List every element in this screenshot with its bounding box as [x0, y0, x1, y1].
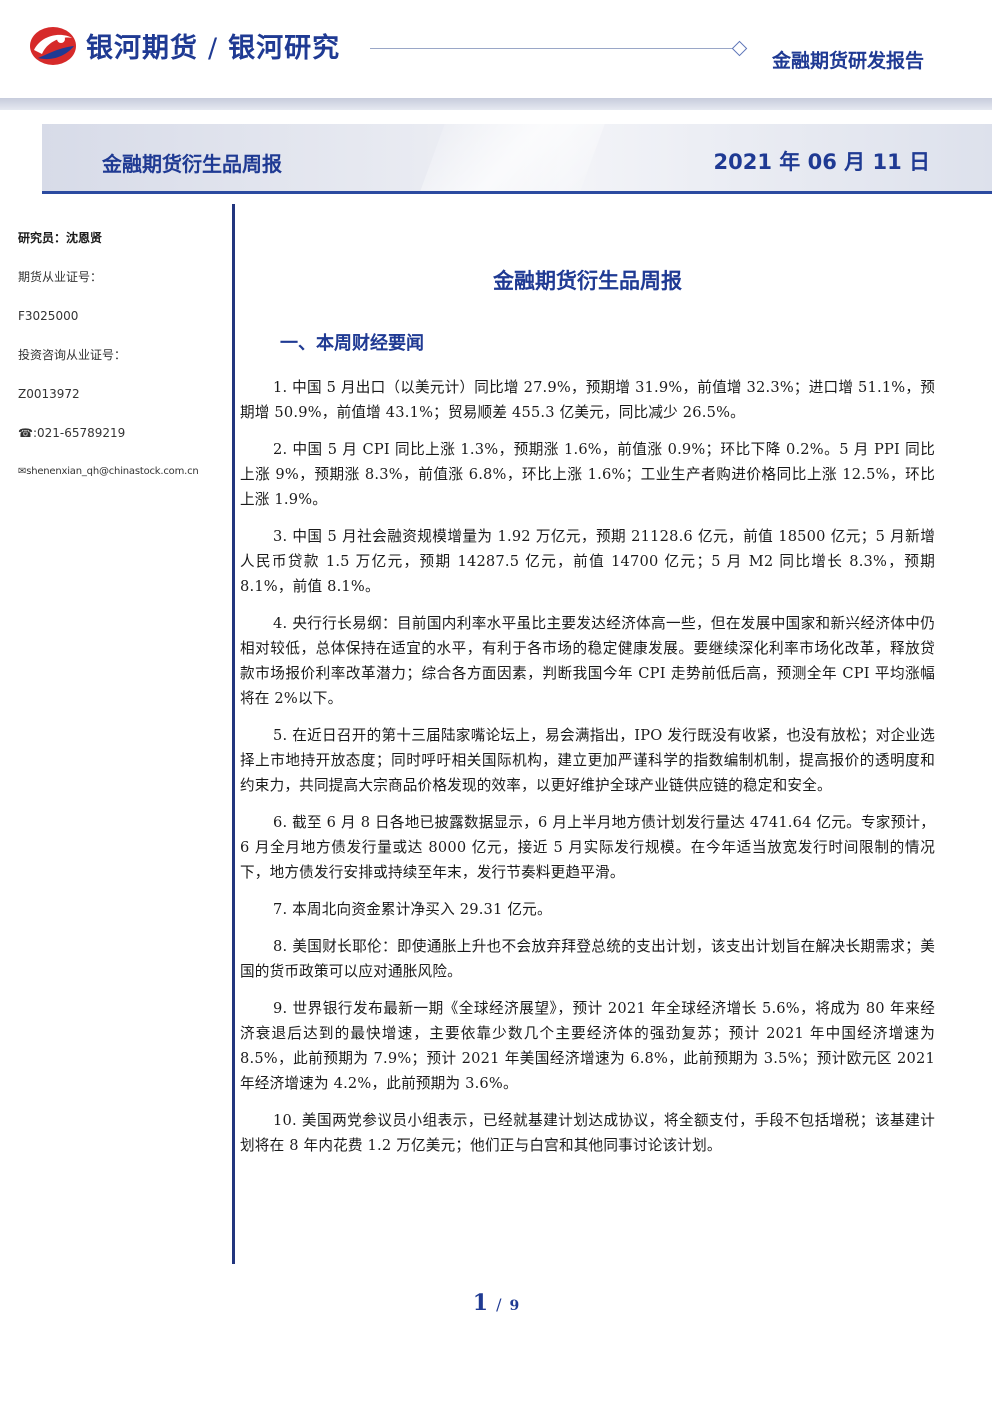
consult-license-label: 投资咨询从业证号： — [18, 348, 127, 362]
news-item: 6. 截至 6 月 8 日各地已披露数据显示，6 月上半月地方债计划发行量达 4… — [240, 814, 935, 881]
galaxy-logo-icon — [30, 27, 76, 65]
brand-left: 银河期货 — [86, 33, 198, 64]
title-banner: 金融期货衍生品周报 2021 年 06 月 11 日 — [42, 124, 992, 194]
banner-underline — [42, 191, 992, 194]
news-item: 7. 本周北向资金累计净买入 29.31 亿元。 — [273, 901, 552, 918]
banner-title: 金融期货衍生品周报 — [102, 152, 282, 176]
email-row[interactable]: ✉shenenxian_qh@chinastock.com.cn — [18, 462, 223, 501]
document-title: 金融期货衍生品周报 — [493, 269, 682, 293]
report-date: 2021 年 06 月 11 日 — [713, 150, 930, 174]
email-address[interactable]: shenenxian_qh@chinastock.com.cn — [26, 466, 199, 477]
current-page: 1 — [472, 1290, 489, 1316]
phone-number: ☎:021-65789219 — [18, 426, 126, 440]
news-item: 3. 中国 5 月社会融资规模增量为 1.92 万亿元，预期 21128.6 亿… — [240, 528, 935, 595]
analyst-sidebar: 研究员：沈恩贤 期货从业证号： F3025000 投资咨询从业证号： Z0013… — [18, 228, 223, 501]
brand-right: 银河研究 — [228, 33, 341, 64]
news-item: 2. 中国 5 月 CPI 同比上涨 1.3%，预期涨 1.6%，前值涨 0.9… — [240, 441, 935, 508]
consult-license-value: Z0013972 — [18, 387, 80, 401]
page-number: 1 / 9 — [0, 1290, 992, 1316]
vertical-divider — [232, 204, 235, 1264]
news-item: 4. 央行行长易纲：目前国内利率水平虽比主要发达经济体高一些，但在发展中国家和新… — [240, 615, 935, 707]
futures-license-value: F3025000 — [18, 309, 79, 323]
diamond-icon — [731, 40, 748, 57]
news-item: 8. 美国财长耶伦：即使通胀上升也不会放弃拜登总统的支出计划，该支出计划旨在解决… — [240, 938, 935, 980]
news-item: 10. 美国两党参议员小组表示，已经就基建计划达成协议，将全额支付，手段不包括增… — [240, 1112, 935, 1154]
header-rule — [370, 48, 732, 49]
envelope-icon: ✉ — [18, 466, 27, 477]
brand-separator: / — [208, 33, 219, 64]
top-header: 银河期货 / 银河研究 金融期货研发报告 — [0, 0, 992, 100]
page-separator: / — [496, 1295, 502, 1314]
news-item: 5. 在近日召开的第十三届陆家嘴论坛上，易会满指出，IPO 发行既没有收紧，也没… — [240, 727, 935, 794]
report-type: 金融期货研发报告 — [771, 50, 924, 72]
news-list: 1. 中国 5 月出口（以美元计）同比增 27.9%，预期增 31.9%，前值增… — [240, 375, 935, 1158]
brand-name: 银河期货 / 银河研究 — [86, 26, 340, 65]
total-pages: 9 — [509, 1298, 520, 1314]
header-strip — [0, 98, 992, 110]
analyst-name: 研究员：沈恩贤 — [18, 231, 103, 245]
news-item: 1. 中国 5 月出口（以美元计）同比增 27.9%，预期增 31.9%，前值增… — [240, 379, 935, 421]
main-content: 金融期货衍生品周报 一、本周财经要闻 1. 中国 5 月出口（以美元计）同比增 … — [240, 255, 935, 1170]
section-title: 一、本周财经要闻 — [280, 333, 424, 354]
futures-license-label: 期货从业证号： — [18, 270, 103, 284]
banner-decoration — [404, 124, 620, 194]
news-item: 9. 世界银行发布最新一期《全球经济展望》，预计 2021 年全球经济增长 5.… — [240, 1000, 935, 1092]
